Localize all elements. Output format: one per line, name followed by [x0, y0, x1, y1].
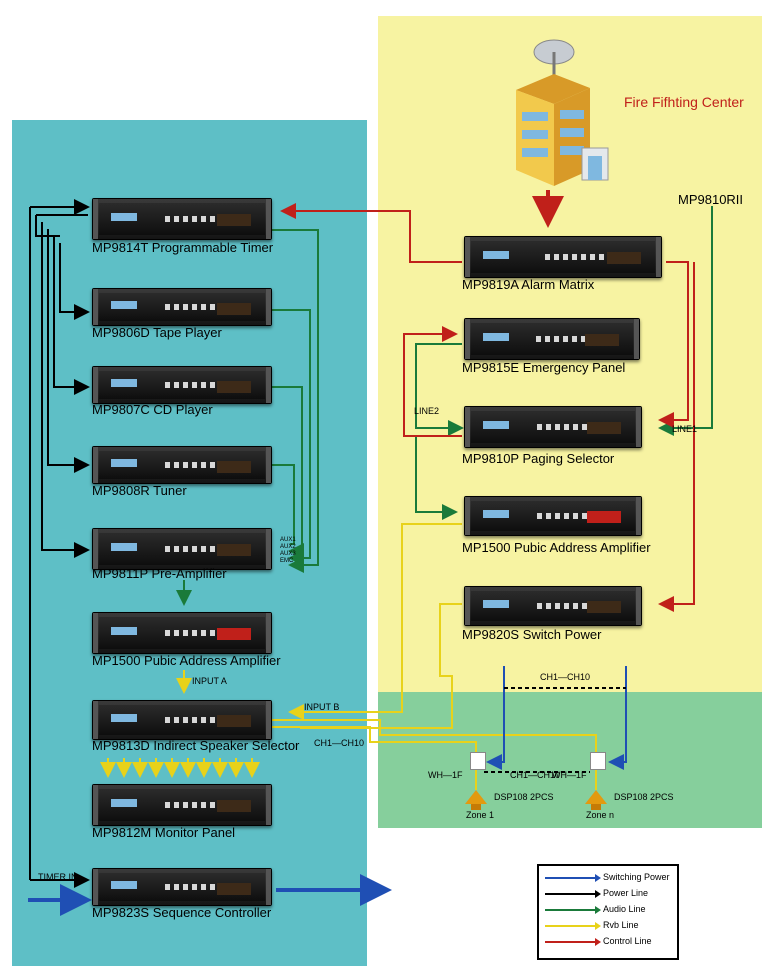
- pre-amplifier-device: [92, 528, 272, 570]
- input-a-label: INPUT A: [192, 676, 227, 686]
- fire-building-icon: [510, 30, 612, 186]
- speaker-1-base-icon: [471, 804, 481, 810]
- line2-label: LINE2: [414, 406, 440, 416]
- paging-selector-device: [464, 406, 642, 448]
- input-b-label: INPUT B: [304, 702, 340, 712]
- speaker-zone: [378, 692, 762, 828]
- timer-in-label: TIMER IN: [38, 872, 78, 882]
- sequence-controller-device: [92, 868, 272, 906]
- wh1-label: WH—1F: [428, 770, 463, 780]
- tuner-device: [92, 446, 272, 484]
- paging-selector-label: MP9810P Paging Selector: [462, 451, 615, 466]
- line1-label: LINE1: [672, 424, 698, 434]
- ch-left-label: CH1—CH10: [314, 738, 365, 748]
- sequence-controller-label: MP9823S Sequence Controller: [92, 905, 272, 920]
- tape-player-label: MP9806D Tape Player: [92, 325, 222, 340]
- legend-switching-power: Switching Power: [545, 872, 673, 884]
- programmable-timer-device: [92, 198, 272, 240]
- ch-mid-label: CH1—CH10: [510, 770, 561, 780]
- volume-control-1-icon: [470, 752, 486, 770]
- speaker-selector-label: MP9813D Indirect Speaker Selector: [92, 738, 300, 753]
- aux2-label: AUX2: [280, 544, 296, 550]
- speaker-n-base-icon: [591, 804, 601, 810]
- fire-center-label: Fire Fifhting Center: [624, 94, 744, 110]
- legend-rvb-line: Rvb Line: [545, 920, 673, 932]
- dsp1-label: DSP108 2PCS: [494, 792, 554, 802]
- speaker-selector-device: [92, 700, 272, 740]
- cd-player-device: [92, 366, 272, 404]
- alarm-matrix-label: MP9819A Alarm Matrix: [462, 277, 595, 292]
- tape-player-device: [92, 288, 272, 326]
- zone1-label: Zone 1: [466, 810, 495, 820]
- emergency-panel-device: [464, 318, 640, 360]
- monitor-panel-label: MP9812M Monitor Panel: [92, 825, 236, 840]
- ch-top-label: CH1—CH10: [540, 672, 591, 682]
- aux1-label: AUX1: [280, 537, 296, 543]
- pa-amplifier-right-label: MP1500 Pubic Address Amplifier: [462, 540, 651, 555]
- monitor-panel-device: [92, 784, 272, 826]
- emc-label: EMC: [280, 558, 294, 564]
- alarm-matrix-device: [464, 236, 662, 278]
- legend-audio-line: Audio Line: [545, 904, 673, 916]
- switch-power-device: [464, 586, 642, 626]
- volume-control-2-icon: [590, 752, 606, 770]
- pre-amplifier-label: MP9811P Pre-Amplifier: [92, 566, 227, 581]
- tuner-label: MP9808R Tuner: [92, 483, 187, 498]
- pa-amplifier-right-device: [464, 496, 642, 536]
- wh2-label: WH—1F: [552, 770, 587, 780]
- legend-control-line: Control Line: [545, 936, 673, 948]
- cd-player-label: MP9807C CD Player: [92, 402, 213, 417]
- switch-power-label: MP9820S Switch Power: [462, 627, 602, 642]
- pa-amplifier-left-label: MP1500 Pubic Address Amplifier: [92, 653, 281, 668]
- speaker-n-icon: [585, 790, 607, 804]
- pa-amplifier-left-device: [92, 612, 272, 654]
- legend: Switching Power Power Line Audio Line Rv…: [537, 864, 679, 960]
- programmable-timer-label: MP9814T Programmable Timer: [92, 240, 274, 255]
- rii-label: MP9810RII: [678, 192, 744, 207]
- dsp2-label: DSP108 2PCS: [614, 792, 674, 802]
- zonen-label: Zone n: [586, 810, 615, 820]
- speaker-1-icon: [465, 790, 487, 804]
- emergency-panel-label: MP9815E Emergency Panel: [462, 360, 626, 375]
- aux3-label: AUX3: [280, 551, 296, 557]
- legend-power-line: Power Line: [545, 888, 673, 900]
